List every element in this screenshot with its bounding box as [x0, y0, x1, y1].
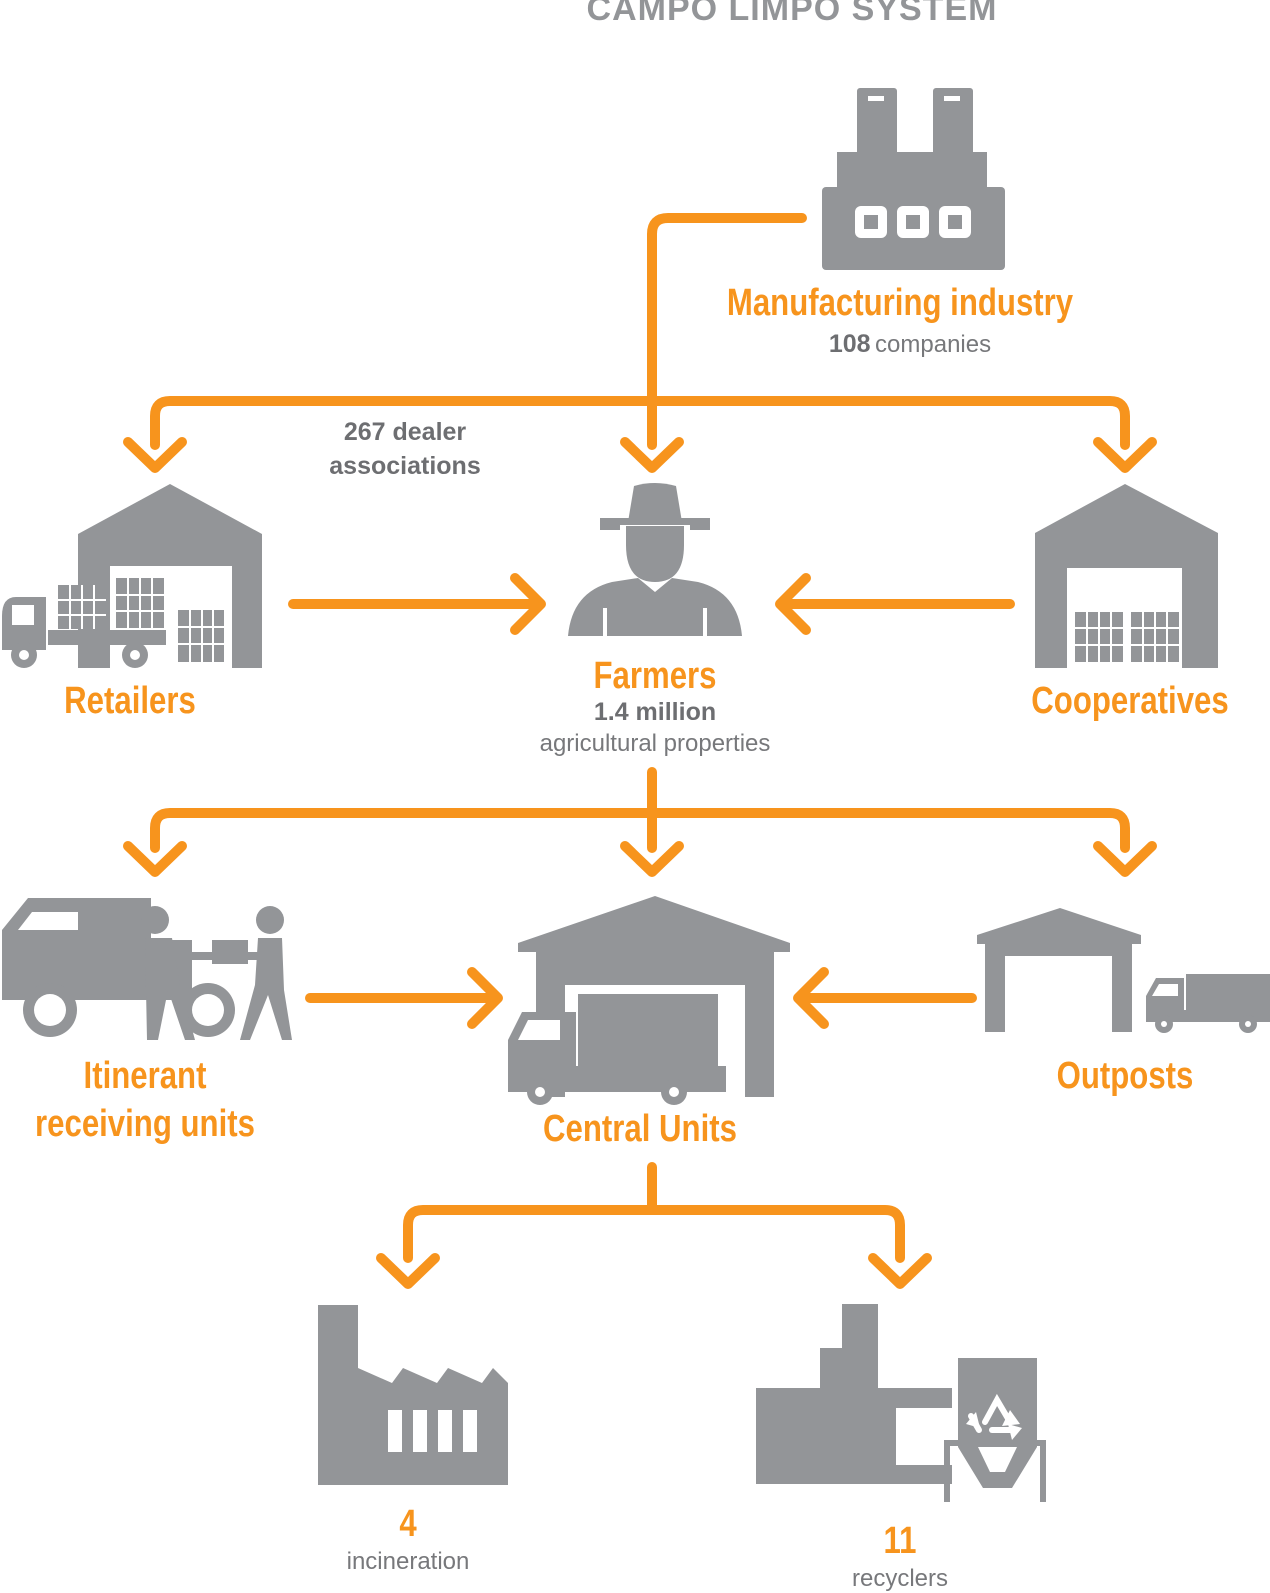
warehouse-truck-icon	[508, 896, 790, 1105]
manufacturing-label: Manufacturing industry	[726, 282, 1074, 324]
recycling-plant-icon	[756, 1304, 1046, 1502]
page-title: CAMPO LIMPO SYSTEM	[586, 0, 998, 28]
warehouse-icon	[1035, 484, 1218, 668]
incineration-unit: incineration	[346, 1548, 470, 1575]
shed-truck-icon	[977, 908, 1270, 1033]
manufacturing-unit: companies	[875, 331, 992, 358]
arrow-to-outposts	[1093, 841, 1157, 877]
recyclers-count: 11	[883, 1520, 917, 1562]
arrow-outposts-central	[793, 967, 829, 1029]
connector-final-branch	[403, 1205, 905, 1263]
arrow-itinerant-central	[467, 967, 503, 1029]
connector-dealer-branch	[150, 396, 1130, 450]
arrow-to-incineration	[376, 1253, 440, 1289]
arrow-to-retailers	[123, 437, 187, 473]
truck-workers-icon	[2, 898, 292, 1040]
itinerant-line-2: receiving units	[35, 1103, 255, 1145]
incinerator-factory-icon	[318, 1305, 508, 1485]
farmers-label: Farmers	[593, 655, 717, 697]
arrow-to-itinerant	[123, 841, 187, 877]
connector-manufacturing	[647, 213, 807, 450]
cooperatives-label: Cooperatives	[1031, 680, 1229, 722]
factory-icon	[822, 88, 1005, 270]
farmer-icon	[568, 483, 742, 636]
arrow-to-cooperatives	[1093, 437, 1157, 473]
dealer-associations-label: 267 dealer associations	[300, 415, 510, 483]
recyclers-unit: recyclers	[851, 1565, 948, 1592]
itinerant-label: Itinerant receiving units	[34, 1052, 255, 1148]
manufacturing-stat: 108 companies	[790, 330, 1030, 359]
arrow-cooperatives-farmers	[775, 573, 811, 635]
dealer-line-2: associations	[329, 452, 481, 480]
arrow-to-central	[620, 841, 684, 877]
itinerant-line-1: Itinerant	[83, 1055, 207, 1097]
farmers-unit: agricultural properties	[539, 730, 771, 757]
arrow-to-recyclers	[868, 1253, 932, 1289]
retailers-label: Retailers	[64, 680, 196, 722]
dealer-line-1: 267 dealer	[343, 418, 467, 446]
incineration-count: 4	[399, 1503, 417, 1545]
outposts-label: Outposts	[1056, 1055, 1194, 1097]
farmers-count: 1.4 million	[593, 698, 717, 726]
connector-collection-branch	[150, 808, 1130, 853]
arrow-retailers-farmers	[510, 573, 546, 635]
central-units-label: Central Units	[543, 1108, 737, 1150]
arrow-to-farmers	[620, 437, 684, 473]
manufacturing-count: 108	[828, 330, 871, 358]
warehouse-truck-icon	[2, 484, 262, 668]
